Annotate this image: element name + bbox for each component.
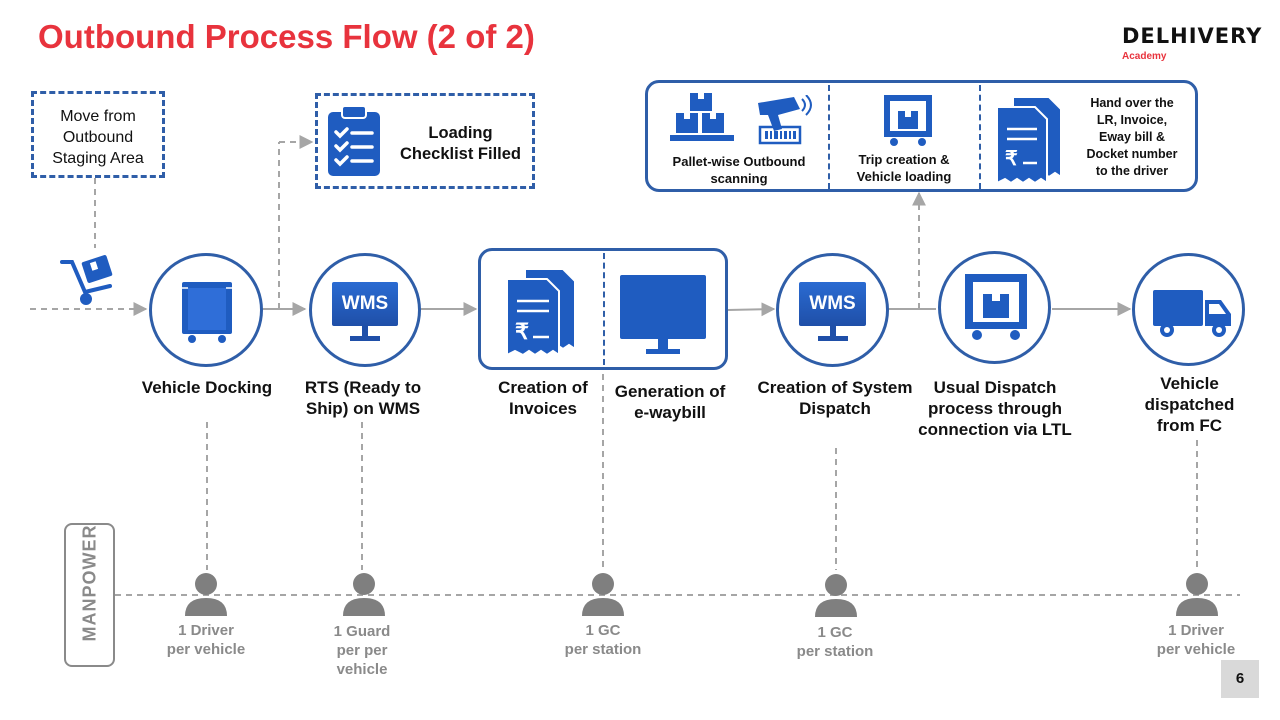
- dispatch-steps-box: Pallet-wise Outbound scanning Trip creat…: [645, 80, 1198, 192]
- handover-line2: LR, Invoice,: [1096, 113, 1168, 127]
- pallet-line1: Pallet-wise Outbound: [672, 154, 806, 169]
- vehicle-docking-node: [149, 253, 263, 367]
- wms-screen-icon: WMS: [799, 282, 866, 326]
- gc2-line1: 1 GC: [817, 624, 853, 641]
- usual-line2: process through: [927, 399, 1063, 418]
- divider: [828, 85, 830, 189]
- driver1-line1: 1 Driver: [178, 622, 234, 639]
- staging-line1: Move from: [60, 108, 136, 125]
- system-dispatch-label: Creation of System Dispatch: [750, 377, 920, 419]
- monitor-base: [818, 336, 848, 341]
- divider: [603, 253, 605, 365]
- loading-checklist-box: Loading Checklist Filled: [315, 93, 535, 189]
- rts-line2: Ship) on WMS: [305, 399, 421, 418]
- manpower-guard: 1 Guard per per vehicle: [303, 622, 421, 679]
- ewaybill-line2: e-waybill: [634, 403, 706, 422]
- handover-line4: Docket number: [1086, 147, 1178, 161]
- manpower-driver2: 1 Driver per vehicle: [1137, 621, 1255, 659]
- usual-line1: Usual Dispatch: [933, 378, 1057, 397]
- svg-text:₹: ₹: [515, 319, 529, 344]
- trolley-icon: [60, 255, 113, 305]
- svg-text:₹: ₹: [1005, 148, 1018, 170]
- monitor-base: [350, 336, 380, 341]
- barcode-scanner-icon: [758, 95, 812, 145]
- handover-line5: to the driver: [1095, 164, 1169, 178]
- manpower-gc2: 1 GC per station: [776, 623, 894, 661]
- person-icon: [185, 573, 227, 616]
- trip-line2: Vehicle loading: [856, 169, 952, 184]
- invoices-line2: Invoices: [508, 399, 578, 418]
- person-icon: [1176, 573, 1218, 616]
- staging-area-box: Move from Outbound Staging Area: [31, 91, 165, 178]
- gc1-line1: 1 GC: [585, 622, 621, 639]
- staging-line2: Outbound: [62, 129, 134, 146]
- manpower-gc1: 1 GC per station: [544, 621, 662, 659]
- guard-line2: per per: [336, 642, 388, 659]
- handover-line3: Eway bill &: [1099, 130, 1165, 144]
- usual-dispatch-node: [938, 251, 1051, 364]
- guard-line1: 1 Guard: [333, 623, 391, 640]
- manpower-box: MANPOWER: [64, 523, 115, 667]
- handover-line1: Hand over the: [1090, 96, 1174, 110]
- truck-loading-icon: [884, 95, 932, 146]
- system-line2: Dispatch: [799, 399, 871, 418]
- vehicle-dispatched-node: [1132, 253, 1245, 366]
- rts-line1: RTS (Ready to: [304, 378, 422, 397]
- system-line1: Creation of System: [757, 378, 913, 397]
- person-icon: [582, 573, 624, 616]
- driver1-line2: per vehicle: [166, 641, 246, 658]
- delivery-truck-icon: [1153, 290, 1231, 337]
- guard-line3: vehicle: [336, 661, 388, 678]
- gc1-line2: per station: [564, 641, 642, 658]
- pallet-line2: scanning: [710, 171, 768, 186]
- checklist-line1: Loading: [428, 124, 493, 142]
- monitor-stand: [830, 326, 836, 336]
- boxes-icon: [670, 93, 734, 141]
- invoice-icon: ₹: [506, 268, 576, 357]
- truck-dock-icon: [182, 282, 232, 343]
- rts-label: RTS (Ready to Ship) on WMS: [283, 377, 443, 419]
- delhivery-logo: DELHIVERY: [1122, 24, 1263, 48]
- invoices-line1: Creation of: [498, 378, 588, 397]
- driver2-line2: per vehicle: [1156, 641, 1236, 658]
- manpower-label: MANPOWER: [79, 524, 100, 642]
- dispatched-line3: from FC: [1156, 416, 1223, 435]
- manpower-driver1: 1 Driver per vehicle: [147, 621, 265, 659]
- monitor-stand: [362, 326, 368, 336]
- vehicle-dispatched-label: Vehicle dispatched from FC: [1117, 373, 1262, 436]
- rts-wms-node: WMS: [309, 253, 421, 367]
- invoice-document-icon: ₹: [996, 96, 1062, 185]
- person-icon: [815, 574, 857, 617]
- dispatched-line2: dispatched: [1144, 395, 1235, 414]
- vehicle-docking-label: Vehicle Docking: [141, 378, 273, 397]
- page-number: 6: [1221, 660, 1259, 698]
- trip-line1: Trip creation &: [858, 152, 950, 167]
- invoices-label: Creation of Invoices: [478, 377, 608, 419]
- clipboard-checklist-icon: [328, 105, 380, 176]
- ewaybill-label: Generation of e-waybill: [600, 381, 740, 423]
- wms-screen-icon: WMS: [332, 282, 398, 326]
- usual-line3: connection via LTL: [918, 420, 1072, 439]
- checklist-line2: Checklist Filled: [399, 145, 522, 163]
- person-icon: [343, 573, 385, 616]
- ewaybill-line1: Generation of: [614, 382, 726, 401]
- driver2-line1: 1 Driver: [1168, 622, 1224, 639]
- staging-line3: Staging Area: [52, 150, 144, 167]
- monitor-icon: [620, 275, 706, 354]
- page-title: Outbound Process Flow (2 of 2): [38, 18, 535, 55]
- system-dispatch-node: WMS: [776, 253, 889, 367]
- dispatched-line1: Vehicle: [1160, 374, 1219, 393]
- usual-dispatch-label: Usual Dispatch process through connectio…: [910, 377, 1080, 440]
- truck-loading-icon: [965, 274, 1027, 340]
- invoice-ewaybill-box: ₹: [478, 248, 728, 370]
- gc2-line2: per station: [796, 643, 874, 660]
- divider: [979, 85, 981, 189]
- logo-subtitle: Academy: [1122, 51, 1167, 62]
